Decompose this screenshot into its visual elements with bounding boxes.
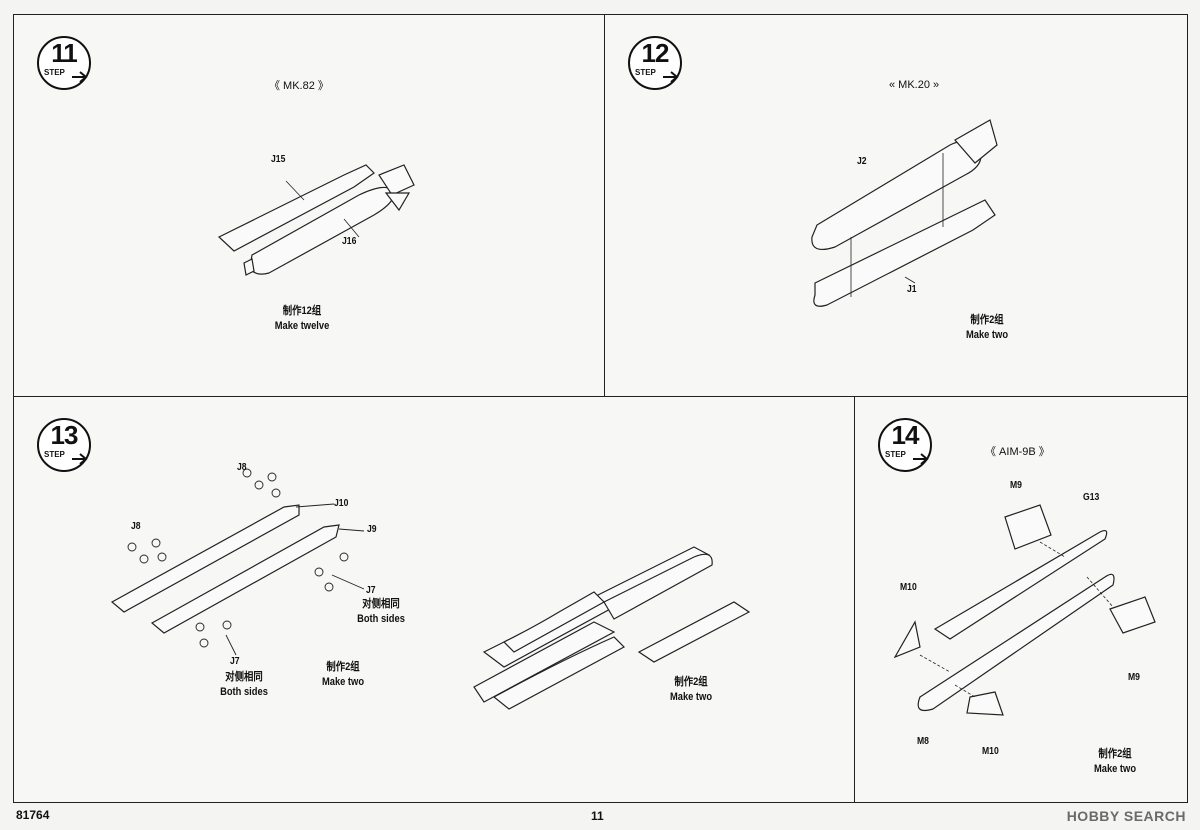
part-label-m8: M8 (917, 735, 929, 747)
caption-cn: 制作2组 (326, 661, 360, 673)
caption-cn: 制作2组 (1098, 748, 1132, 760)
page-number: 11 (591, 809, 604, 823)
part-label-m9-right: M9 (1128, 671, 1140, 683)
mk82-bomb-drawing (217, 164, 415, 276)
step-11-title: 《 MK.82 》 (269, 80, 329, 92)
caption-en: Make two (965, 329, 1009, 341)
step-14-badge: 14 STEP (877, 417, 933, 473)
note-en: Both sides (220, 686, 268, 698)
step-14-panel: 14 STEP 《 AIM-9B 》 M9 G13 M10 M9 M8 M10 … (854, 396, 1188, 803)
part-label-j15: J15 (271, 153, 286, 165)
both-sides-note-right: 对侧相同 Both sides (343, 597, 420, 627)
step-12-caption: 制作2组 Make two (936, 313, 1038, 343)
step-word: STEP (44, 450, 65, 459)
part-label-j9: J9 (367, 523, 377, 535)
part-label-m10-left: M10 (900, 581, 917, 593)
step-badge-circle-icon (37, 418, 91, 472)
note-cn: 对侧相同 (225, 671, 263, 683)
step-13-panel: 13 STEP J8 J10 J8 J9 J7 (13, 396, 855, 803)
step-14-caption: 制作2组 Make two (1077, 747, 1154, 777)
step-badge-circle-icon (628, 36, 682, 90)
caption-cn: 制作2组 (674, 676, 708, 688)
step-12-badge: 12 STEP (627, 35, 683, 91)
step-14-title: 《 AIM-9B 》 (985, 446, 1050, 458)
part-label-m9-top: M9 (1010, 479, 1022, 491)
step-11-panel: 11 STEP 《 MK.82 》 J15 J16 制作12组 Make twe… (13, 14, 605, 397)
part-label-j8-top: J8 (237, 461, 247, 473)
caption-cn: 制作12组 (282, 305, 322, 317)
rack-assembly-drawing (110, 468, 751, 710)
watermark-text: HOBBY SEARCH (1066, 808, 1186, 824)
caption-en: Make two (1093, 763, 1137, 775)
part-label-j2: J2 (857, 155, 867, 167)
caption-en: Make twelve (274, 320, 330, 332)
part-label-j16: J16 (342, 235, 357, 247)
step-12-panel: 12 STEP « MK.20 » J2 J1 制作2组 Make two (604, 14, 1188, 397)
step-12-title: « MK.20 » (889, 79, 940, 91)
step-badge-circle-icon (878, 418, 932, 472)
step-number: 14 (891, 420, 920, 450)
step-13-caption-left: 制作2组 Make two (305, 660, 382, 690)
note-cn: 对侧相同 (362, 598, 400, 610)
step-word: STEP (44, 68, 65, 77)
part-label-g13: G13 (1083, 491, 1100, 503)
watermark: HOBBY SEARCH (1067, 808, 1186, 824)
note-en: Both sides (357, 613, 405, 625)
step-badge-circle-icon (37, 36, 91, 90)
step-word: STEP (885, 450, 906, 459)
part-label-j7-right: J7 (366, 584, 376, 596)
part-label-j10: J10 (334, 497, 349, 509)
step-number: 11 (51, 38, 78, 68)
part-label-j1: J1 (907, 283, 917, 295)
step-13-badge: 13 STEP (36, 417, 92, 473)
step-11-badge: 11 STEP (36, 35, 92, 91)
mk20-bomb-drawing (811, 119, 998, 307)
caption-cn: 制作2组 (970, 314, 1004, 326)
step-number: 13 (50, 420, 79, 450)
aim9b-missile-drawing (893, 504, 1156, 716)
step-13-caption-right: 制作2组 Make two (653, 675, 730, 705)
part-label-j7-bottom: J7 (230, 655, 240, 667)
product-code: 81764 (16, 808, 50, 822)
caption-en: Make two (321, 676, 365, 688)
part-label-m10-bottom: M10 (982, 745, 999, 757)
step-word: STEP (635, 68, 656, 77)
step-number: 12 (641, 38, 670, 68)
both-sides-note-bottom: 对侧相同 Both sides (206, 670, 283, 700)
part-label-j8-left: J8 (131, 520, 141, 532)
step-11-caption: 制作12组 Make twelve (251, 304, 353, 334)
caption-en: Make two (669, 691, 713, 703)
